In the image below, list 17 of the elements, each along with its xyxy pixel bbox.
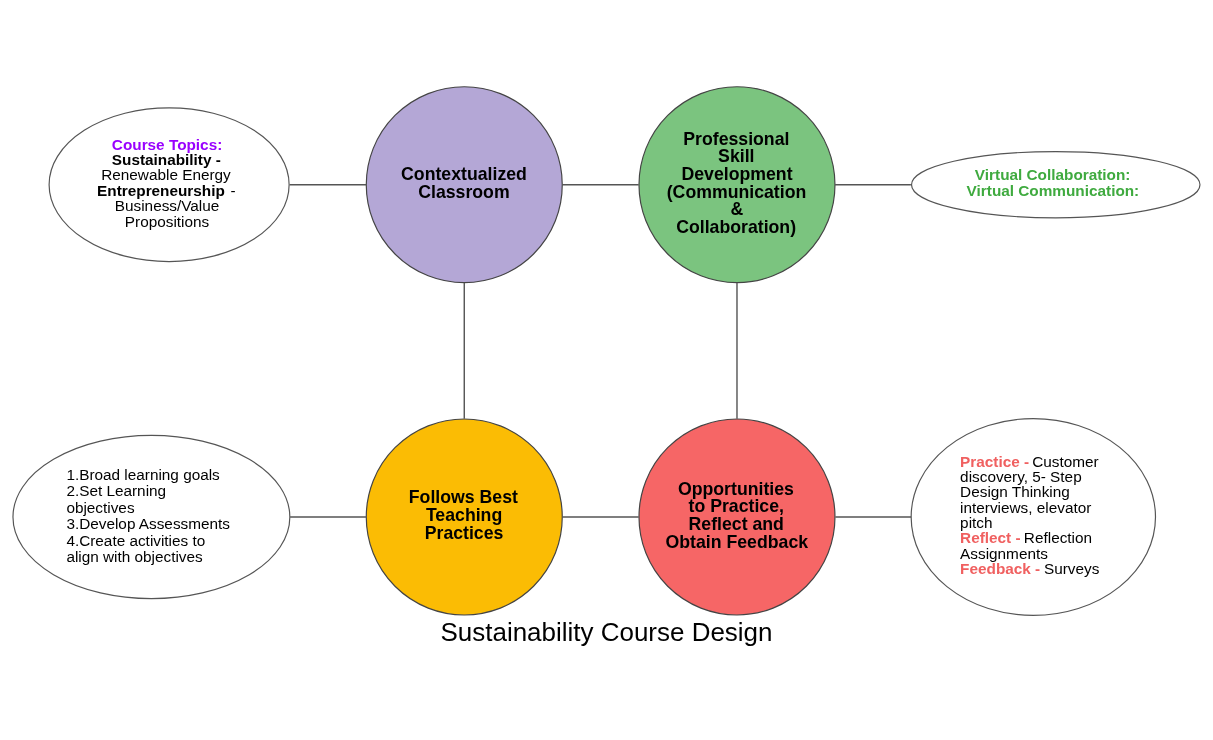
node-circle: Professional Skill Development (Communication & Collaboration) <box>638 86 836 284</box>
node-ellipse: Course Topics: Sustainability - Renewable Energy Entrepreneurship - Business/Value Propositions <box>48 107 290 263</box>
connector <box>561 184 640 186</box>
node-ellipse: Practice - Customer discovery, 5- Step Design Thinking interviews, elevator pitch Reflect - Reflection Assignments Feedback - Surveys <box>910 417 1157 616</box>
connector <box>834 184 912 186</box>
node-circle: Contextualized Classroom <box>365 86 563 284</box>
connector <box>288 184 367 186</box>
connector <box>289 516 367 518</box>
node-circle: Follows Best Teaching Practices <box>365 418 563 616</box>
connector <box>834 516 912 518</box>
connector <box>561 516 640 518</box>
connector <box>463 282 465 420</box>
node-ellipse: 1.Broad learning goals 2.Set Learning objectives 3.Develop Assessments 4.Create activities to align with objectives <box>12 434 291 600</box>
node-ellipse: Virtual Collaboration: Virtual Communication: <box>910 151 1201 219</box>
connector <box>736 282 738 420</box>
diagram-title: Sustainability Course Design <box>440 617 773 647</box>
node-circle: Opportunities to Practice, Reflect and Obtain Feedback <box>638 418 836 616</box>
